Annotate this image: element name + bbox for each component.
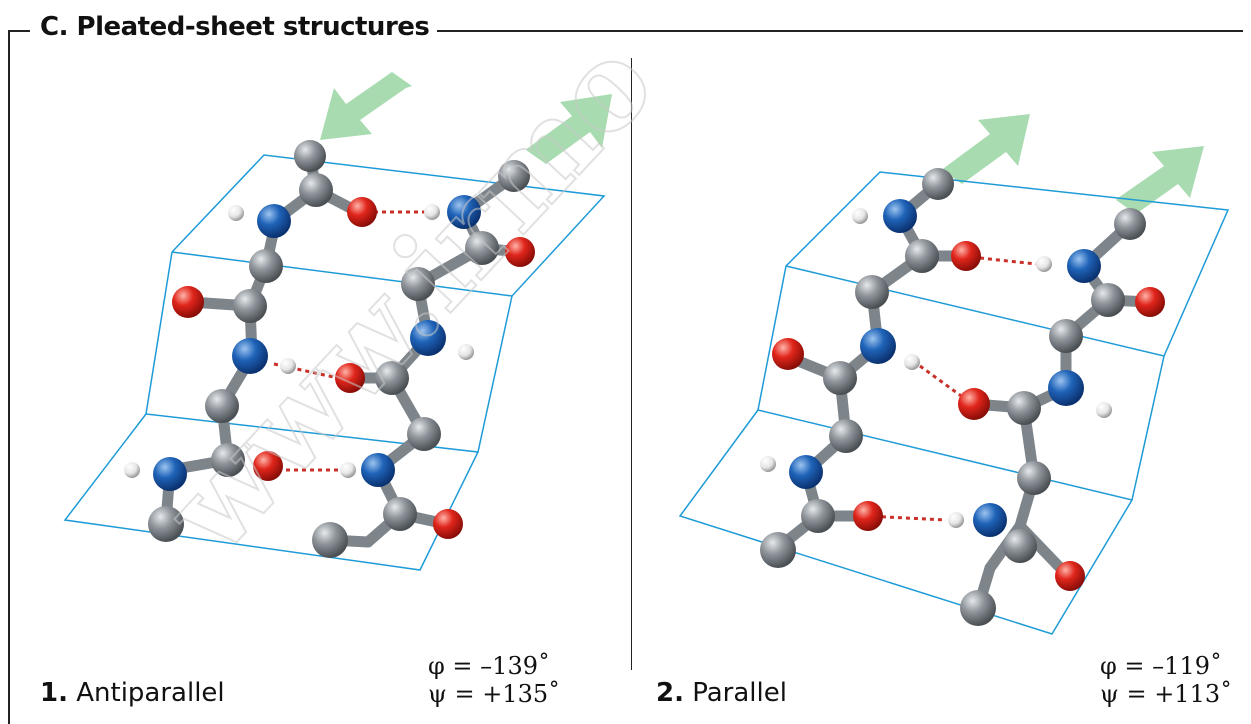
- carbon-atom: [407, 417, 441, 451]
- oxygen-atom: [958, 388, 990, 420]
- watermark: www.irmo: [137, 13, 680, 581]
- nitrogen-atom: [232, 338, 268, 374]
- carbon-atom: [801, 499, 835, 533]
- carbon-atom: [211, 443, 245, 477]
- nitrogen-atom: [361, 453, 395, 487]
- oxygen-atom: [253, 451, 283, 481]
- oxygen-atom: [433, 509, 463, 539]
- nitrogen-atom: [153, 457, 187, 491]
- carbon-atom: [760, 532, 796, 568]
- plane-middle: [757, 265, 1165, 501]
- nitrogen-atom: [410, 320, 446, 356]
- frame-left: [8, 30, 10, 724]
- nitrogen-atom: [860, 328, 896, 364]
- oxygen-atom: [853, 501, 883, 531]
- nitrogen-atom: [883, 199, 917, 233]
- hydrogen-atom: [1096, 402, 1112, 418]
- parallel-panel: [678, 114, 1230, 635]
- hydrogen-atom: [852, 208, 868, 224]
- phi-angle: φ = –119˚: [1100, 652, 1222, 680]
- frame-top-right: [408, 30, 1243, 32]
- carbon-atom: [823, 361, 857, 395]
- carbon-atom: [383, 497, 417, 531]
- carbon-atom: [312, 522, 348, 558]
- hydrogen-atom: [424, 204, 440, 220]
- oxygen-atom: [172, 286, 204, 318]
- phi-angle: φ = –139˚: [428, 652, 550, 680]
- carbon-atom: [1114, 208, 1146, 240]
- hydrogen-atom: [124, 462, 140, 478]
- carbon-atom: [401, 267, 435, 301]
- panel-name: Antiparallel: [76, 678, 225, 708]
- nitrogen-atom: [973, 503, 1007, 537]
- plane-bottom: [678, 409, 1133, 635]
- carbon-atom: [1049, 319, 1083, 353]
- carbon-atom: [905, 239, 939, 273]
- hydrogen-atom: [948, 512, 964, 528]
- oxygen-atom: [1055, 561, 1085, 591]
- oxygen-atom: [347, 197, 377, 227]
- carbon-atom: [1091, 283, 1125, 317]
- hydrogen-atom: [1036, 256, 1052, 272]
- carbon-atom: [249, 249, 283, 283]
- hydrogen-atom: [458, 344, 474, 360]
- figure-title: C. Pleated-sheet structures: [32, 12, 438, 42]
- carbon-atom: [498, 160, 530, 192]
- panel-number: 2.: [656, 678, 684, 708]
- nitrogen-atom: [1048, 370, 1084, 406]
- panel-number: 1.: [40, 678, 68, 708]
- carbon-atom: [1007, 391, 1041, 425]
- carbon-atom: [855, 275, 889, 309]
- oxygen-atom: [951, 241, 981, 271]
- carbon-atom: [233, 289, 267, 323]
- carbon-atom: [299, 173, 333, 207]
- hydrogen-atom: [904, 354, 920, 370]
- carbon-atom: [922, 168, 954, 200]
- carbon-atom: [960, 590, 996, 626]
- carbon-atom: [1017, 461, 1051, 495]
- nitrogen-atom: [1067, 249, 1101, 283]
- carbon-atom: [205, 389, 239, 423]
- antiparallel-panel: [63, 72, 612, 571]
- plane-top: [785, 171, 1230, 357]
- hydrogen-atom: [228, 205, 244, 221]
- psi-angle: ψ = +113˚: [1100, 680, 1233, 708]
- frame-top-left: [8, 30, 30, 32]
- carbon-atom: [148, 506, 184, 542]
- arrow-up-right: [526, 94, 612, 164]
- oxygen-atom: [1135, 287, 1165, 317]
- panel-label-parallel: 2. Parallel: [656, 678, 787, 708]
- arrow-down-left: [320, 72, 412, 140]
- nitrogen-atom: [789, 455, 823, 489]
- oxygen-atom: [772, 338, 804, 370]
- psi-angle: ψ = +135˚: [428, 680, 561, 708]
- panel-label-antiparallel: 1. Antiparallel: [40, 678, 225, 708]
- carbon-atom: [294, 140, 326, 172]
- carbon-atom: [829, 419, 863, 453]
- hydrogen-atom: [760, 456, 776, 472]
- oxygen-atom: [505, 237, 535, 267]
- carbon-atom: [375, 361, 409, 395]
- arrow-up-right: [1116, 146, 1204, 214]
- plane-top: [171, 154, 606, 297]
- plane-middle: [145, 251, 513, 453]
- hydrogen-atom: [340, 462, 356, 478]
- carbon-atom: [1003, 529, 1037, 563]
- hydrogen-atom: [280, 358, 296, 374]
- carbon-atom: [465, 231, 499, 265]
- nitrogen-atom: [257, 204, 291, 238]
- arrow-up-right: [942, 114, 1030, 184]
- panel-name: Parallel: [692, 678, 787, 708]
- nitrogen-atom: [447, 195, 481, 229]
- panel-divider: [631, 58, 632, 670]
- oxygen-atom: [335, 363, 365, 393]
